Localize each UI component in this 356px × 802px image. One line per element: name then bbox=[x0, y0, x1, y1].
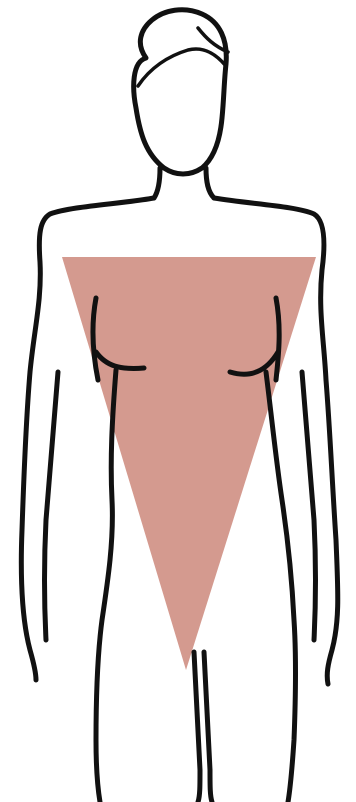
right-torso-side bbox=[266, 372, 296, 802]
left-forearm-inner bbox=[45, 372, 59, 640]
right-forearm-inner bbox=[302, 372, 316, 640]
neck-right bbox=[206, 168, 214, 198]
hair-line bbox=[138, 49, 226, 86]
head-outline bbox=[134, 10, 227, 174]
left-inner-leg bbox=[194, 652, 200, 802]
right-inner-leg bbox=[204, 652, 212, 802]
left-torso-side bbox=[96, 370, 116, 802]
neck-left bbox=[154, 168, 160, 198]
